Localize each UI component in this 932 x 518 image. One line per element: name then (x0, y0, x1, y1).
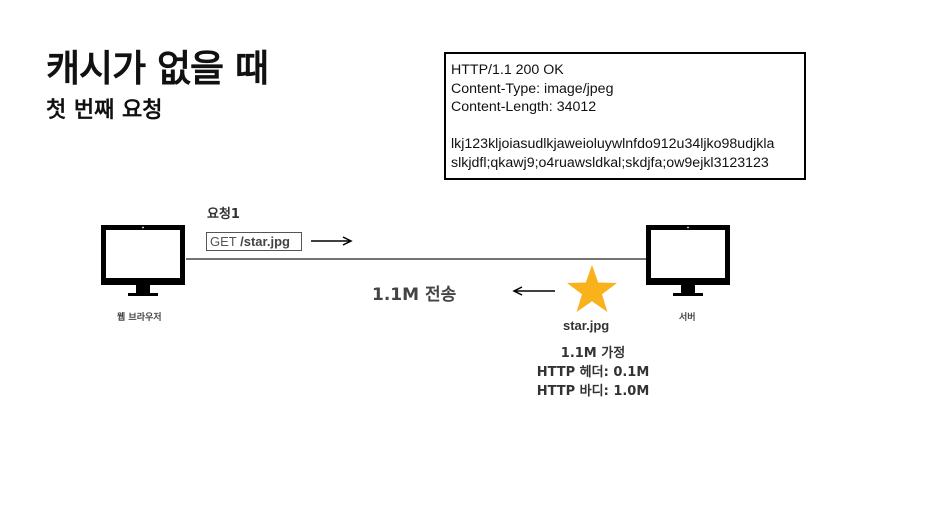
response-status-line: HTTP/1.1 200 OK (451, 62, 564, 78)
server-monitor-icon (646, 225, 730, 296)
response-arrow-icon (512, 286, 555, 296)
request-label: 요청1 (207, 207, 240, 222)
request-path: /star.jpg (240, 234, 290, 249)
size-assumptions: 1.1M 가정 HTTP 헤더: 0.1M HTTP 바디: 1.0M (520, 344, 666, 401)
page-subtitle: 첫 번째 요청 (46, 98, 163, 123)
response-body-line-1: lkj123kljoiasudlkjaweioluywlnfdo912u34lj… (451, 136, 775, 152)
response-header-content-length: Content-Length: 34012 (451, 99, 597, 115)
response-header-content-type: Content-Type: image/jpeg (451, 80, 614, 97)
request-method: GET (210, 234, 237, 249)
request-arrow-icon (311, 236, 353, 246)
star-icon (567, 265, 617, 312)
server-label: 서버 (679, 313, 696, 323)
transfer-size-label: 1.1M 전송 (372, 285, 457, 305)
response-body-line-2: slkjdfl;qkawj9;o4ruawsldkal;skdjfa;ow9ej… (451, 154, 769, 171)
client-label: 웹 브라우저 (117, 313, 162, 323)
file-name-label: star.jpg (563, 318, 610, 333)
http-response-box: HTTP/1.1 200 OK Content-Type: image/jpeg… (444, 52, 806, 180)
client-monitor-icon (101, 225, 185, 296)
page-title: 캐시가 없을 때 (46, 47, 269, 90)
assumption-total: 1.1M 가정 (560, 346, 626, 361)
http-request-box: GET /star.jpg (206, 232, 302, 251)
assumption-header: HTTP 헤더: 0.1M (536, 365, 650, 380)
assumption-body: HTTP 바디: 1.0M (536, 384, 650, 399)
